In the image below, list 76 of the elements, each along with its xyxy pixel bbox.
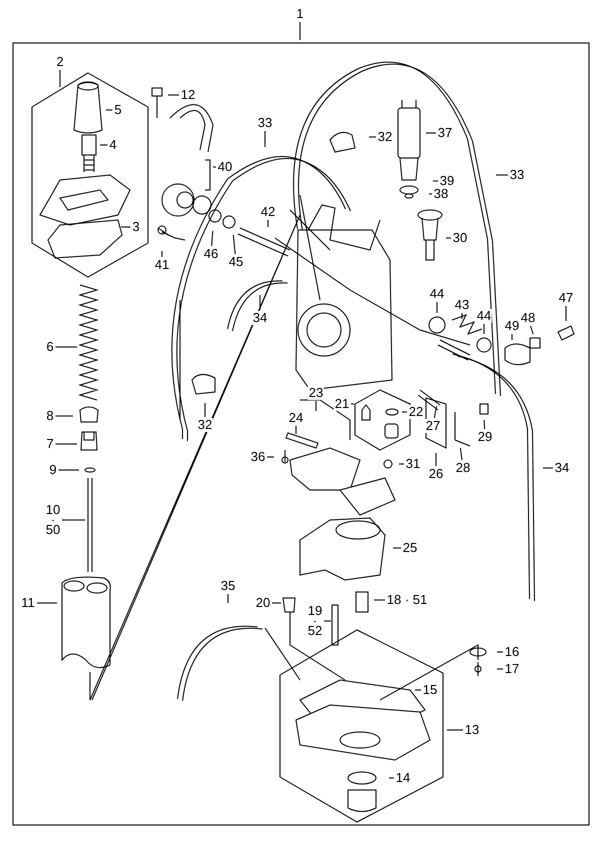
callout-number: 32	[196, 418, 214, 432]
callout-number: 7	[45, 437, 55, 451]
callout-number: 48	[520, 311, 536, 325]
callout-number: 12	[180, 88, 196, 102]
callout-number: 2	[55, 55, 65, 69]
leader-line	[436, 302, 438, 314]
leader-line	[432, 180, 438, 182]
leader-line	[264, 130, 266, 148]
callout-number: 25	[402, 541, 418, 555]
callout-number: 43	[454, 298, 470, 312]
callout-number: 41	[154, 258, 170, 272]
callout-number: 31	[404, 457, 422, 471]
callout-number: 19 · 52	[306, 606, 324, 636]
leader-line	[100, 144, 108, 146]
callout-number: 9	[48, 463, 58, 477]
leader-line	[460, 447, 462, 460]
leader-line	[266, 456, 274, 458]
callout-number: 42	[260, 205, 276, 219]
leader-line	[36, 602, 58, 604]
leader-line	[434, 405, 437, 418]
leader-line	[55, 346, 78, 348]
callout-number: 36	[250, 450, 266, 464]
leader-line	[426, 132, 436, 134]
callout-number: 27	[424, 419, 442, 433]
callout-number: 26	[428, 467, 444, 481]
callout-number: 23	[308, 386, 324, 400]
callout-number: 21	[334, 397, 350, 411]
callout-number: 24	[288, 411, 304, 425]
leader-line	[272, 602, 282, 604]
callout-number: 10 · 50	[44, 505, 62, 535]
callout-number: 29	[476, 430, 494, 444]
callout-number: 33	[256, 116, 274, 130]
callout-number: 35	[220, 579, 236, 593]
callout-number: 13	[464, 723, 480, 737]
leader-line	[212, 166, 216, 168]
callout-number: 38	[432, 187, 450, 201]
callout-number: 30	[452, 231, 468, 245]
callout-number: 32	[376, 130, 394, 144]
callout-number: 46	[202, 247, 220, 261]
callout-number: 15	[422, 683, 438, 697]
callout-number: 16	[504, 645, 520, 659]
leader-line	[496, 668, 504, 670]
callout-number: 47	[558, 291, 574, 305]
callout-number: 6	[45, 340, 55, 354]
callout-number: 17	[504, 662, 520, 676]
callout-number: 34	[252, 311, 268, 325]
leader-line	[232, 234, 236, 254]
callout-number: 39	[438, 174, 456, 188]
leader-line	[324, 620, 332, 622]
leader-line	[168, 94, 180, 96]
callout-number: 5	[113, 103, 123, 117]
callout-number: 44	[428, 287, 446, 301]
callout-number: 18 · 51	[386, 593, 428, 607]
leader-line	[484, 420, 486, 430]
callout-number: 33	[508, 168, 526, 182]
callout-number: 22	[408, 405, 424, 419]
callout-number: 45	[228, 255, 244, 269]
leader-line	[120, 226, 131, 228]
callout-number: 4	[108, 138, 118, 152]
callout-number: 49	[504, 319, 520, 333]
callout-number: 34	[554, 461, 570, 475]
leader-line	[368, 136, 376, 138]
callout-number: 1	[295, 7, 305, 21]
callout-number: 44	[476, 309, 492, 323]
callout-number: 8	[45, 409, 55, 423]
callout-number: 40	[216, 160, 234, 174]
leader-line	[530, 326, 534, 335]
callout-number: 3	[131, 220, 141, 234]
callout-number: 20	[254, 596, 272, 610]
callout-number: 37	[436, 126, 454, 140]
callout-number: 28	[454, 461, 472, 475]
leader-line	[211, 230, 214, 246]
callout-number: 14	[394, 771, 412, 785]
leader-line	[204, 402, 206, 418]
leader-line	[496, 174, 508, 176]
callout-number: 11	[20, 596, 36, 610]
